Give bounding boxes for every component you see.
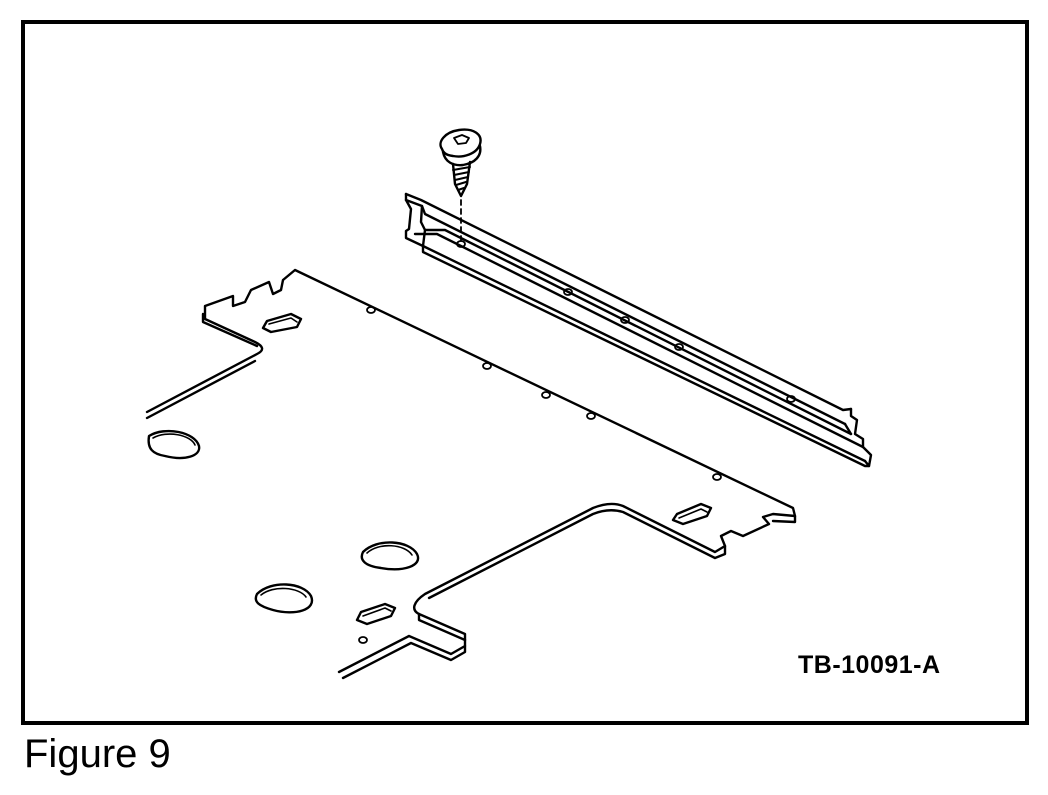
panel-icon bbox=[145, 268, 797, 680]
trim-strip-icon bbox=[404, 192, 873, 468]
figure-frame: TB-10091-A bbox=[21, 20, 1029, 725]
exploded-view-diagram bbox=[145, 128, 873, 680]
screw-icon bbox=[439, 128, 482, 245]
figure-caption: Figure 9 bbox=[24, 732, 171, 776]
drawing-number: TB-10091-A bbox=[798, 651, 941, 679]
